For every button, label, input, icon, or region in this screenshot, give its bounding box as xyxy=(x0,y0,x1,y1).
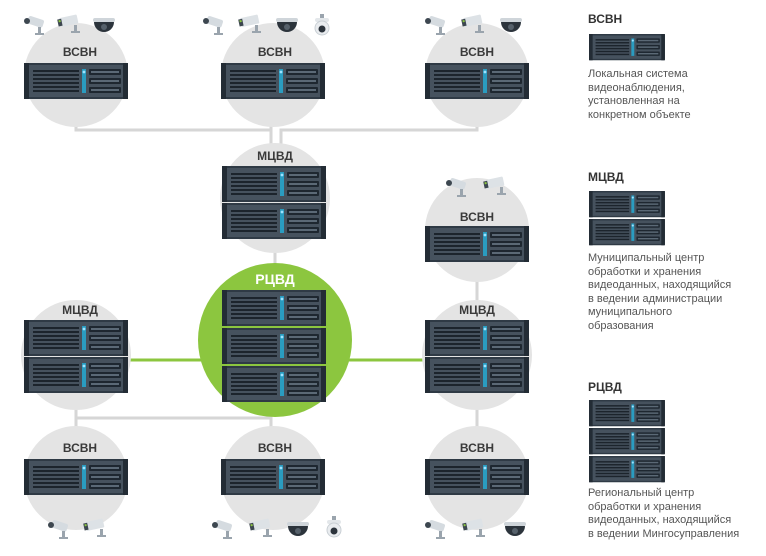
legend-vsvn-description: Локальная система видеонаблюдения, устан… xyxy=(588,68,763,122)
label-vsvn-bot-left: ВСВН xyxy=(63,441,97,455)
legend-rcvd-title: РЦВД xyxy=(588,380,622,394)
legend-rcvd-server-icon xyxy=(589,428,665,455)
label-mcvd-top: МЦВД xyxy=(257,149,293,163)
ptz-camera-icon xyxy=(326,515,342,538)
legend-line: в ведении Мингосуправления xyxy=(588,527,740,540)
legend-line: в ведении администрации xyxy=(588,292,723,305)
legend-line: обработки и хранения xyxy=(588,265,702,278)
legend-line: обработки и хранения xyxy=(588,500,702,513)
label-vsvn-top-mid: ВСВН xyxy=(258,45,292,59)
server-rack-icon xyxy=(221,63,325,99)
legend-vsvn-server-icon xyxy=(589,34,665,61)
label-vsvn-mid-right: ВСВН xyxy=(460,210,494,224)
server-rack-icon xyxy=(425,320,529,356)
server-rack-icon xyxy=(24,320,128,356)
legend-mcvd-server-icon xyxy=(589,191,665,218)
legend-line: конкретном объекте xyxy=(588,108,691,121)
cameras-bot-right xyxy=(425,518,526,539)
label-rcvd-center: РЦВД xyxy=(255,271,294,287)
legend-rcvd-server-icon xyxy=(589,400,665,427)
server-rack-icon xyxy=(425,226,529,262)
server-rack-icon xyxy=(222,328,326,364)
legend-line: установленная на xyxy=(588,95,680,107)
server-rack-icon xyxy=(24,459,128,495)
server-rack-icon xyxy=(222,203,326,239)
legend-line: муниципального xyxy=(588,306,673,318)
server-rack-icon xyxy=(222,290,326,326)
legend-mcvd-server-icon xyxy=(589,219,665,246)
legend-line: Муниципальный центр xyxy=(588,252,705,264)
bullet-camera-icon xyxy=(425,519,446,539)
legend-mcvd-title: МЦВД xyxy=(588,170,624,184)
server-rack-icon xyxy=(425,459,529,495)
dome-camera-icon xyxy=(500,18,522,32)
legend-mcvd-description: Муниципальный центр обработки и хранения… xyxy=(588,252,763,333)
label-vsvn-bot-mid: ВСВН xyxy=(258,441,292,455)
dome-camera-icon xyxy=(287,522,309,536)
legend-line: образования xyxy=(588,319,654,332)
legend-line: видеоданных, находящийся xyxy=(588,514,732,526)
legend-line: Локальная система xyxy=(588,68,688,80)
legend-rcvd-description: Региональный центр обработки и хранения … xyxy=(588,487,763,541)
label-mcvd-left: МЦВД xyxy=(62,303,98,317)
server-rack-icon xyxy=(222,366,326,402)
label-vsvn-top-right: ВСВН xyxy=(460,45,494,59)
label-vsvn-bot-right: ВСВН xyxy=(460,441,494,455)
server-rack-icon xyxy=(222,166,326,202)
legend-line: Региональный центр xyxy=(588,487,695,499)
server-rack-icon xyxy=(24,357,128,393)
label-mcvd-right: МЦВД xyxy=(459,303,495,317)
ptz-camera-icon xyxy=(314,13,330,36)
bullet-camera-icon xyxy=(203,15,224,35)
legend-rcvd-server-icon xyxy=(589,456,665,483)
dome-camera-icon xyxy=(504,522,526,536)
legend-line: видеонаблюдения, xyxy=(588,81,685,94)
server-rack-icon xyxy=(24,63,128,99)
legend-vsvn-title: ВСВН xyxy=(588,12,623,26)
server-rack-icon xyxy=(425,63,529,99)
server-rack-icon xyxy=(221,459,325,495)
bullet-camera-icon xyxy=(212,519,233,539)
label-vsvn-top-left: ВСВН xyxy=(63,45,97,59)
bullet-camera-icon xyxy=(24,15,45,35)
server-rack-icon xyxy=(425,357,529,393)
bullet-camera-icon xyxy=(425,15,446,35)
legend-line: видеоданных, находящийся xyxy=(588,279,732,291)
